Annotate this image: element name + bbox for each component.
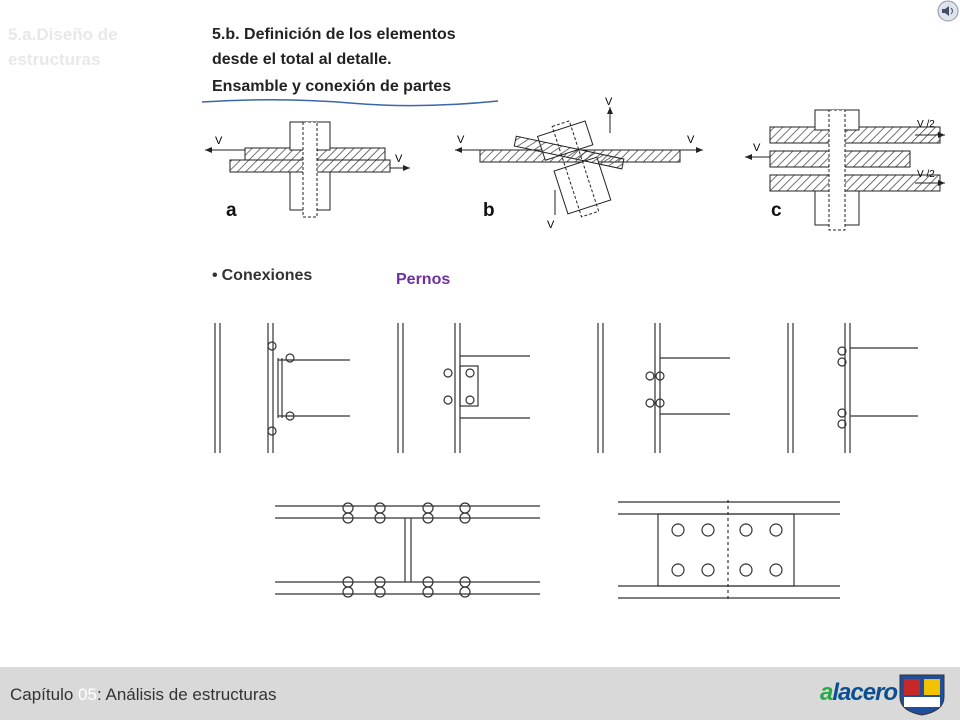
title-line-2: desde el total al detalle. — [212, 51, 392, 68]
title-line-1: 5.b. Definición de los elementos — [212, 26, 456, 43]
figure-letter-a: a — [226, 200, 237, 221]
svg-text:V: V — [605, 96, 613, 108]
subtitle-underline — [201, 98, 499, 107]
footer-suffix: : Análisis de estructuras — [96, 685, 277, 704]
slide-subtitle: Ensamble y conexión de partes — [212, 78, 452, 95]
speaker-icon[interactable] — [936, 0, 960, 22]
slide-title: 5.b. Definición de los elementos desde e… — [212, 22, 456, 72]
connection-drawings-row — [214, 323, 918, 453]
bullet-conexiones: •Conexiones — [212, 267, 312, 285]
svg-text:V: V — [215, 135, 223, 147]
splice-drawings-row — [275, 500, 840, 600]
university-crest-icon — [899, 674, 945, 716]
svg-text:V: V — [687, 134, 695, 146]
svg-text:V: V — [395, 153, 403, 165]
figure-letter-c: c — [771, 200, 782, 221]
svg-text:V: V — [457, 134, 465, 146]
svg-text:V /2: V /2 — [917, 169, 935, 180]
svg-text:V: V — [547, 219, 555, 231]
bolt-diagram-a: V V — [205, 121, 410, 218]
svg-text:V: V — [753, 142, 761, 154]
footer-bar: Capítulo 05: Análisis de estructuras ala… — [0, 667, 960, 720]
figure-letter-b: b — [483, 200, 495, 221]
footer-prefix: Capítulo — [10, 685, 79, 704]
section-label: 5.a.Diseño de estructuras — [8, 25, 118, 69]
footer-chapter-number: 05 — [78, 685, 97, 704]
bolt-diagram-c: V V /2 V /2 — [745, 109, 945, 231]
bolt-diagram-b: V V V V — [455, 96, 703, 231]
bullet-dot: • — [212, 267, 218, 284]
svg-text:V /2: V /2 — [917, 119, 935, 130]
bullet-text: Conexiones — [221, 267, 313, 284]
footer-chapter: Capítulo 05: Análisis de estructuras — [10, 685, 277, 705]
pernos-label: Pernos — [396, 271, 451, 288]
alacero-logo: alacero — [820, 679, 898, 706]
